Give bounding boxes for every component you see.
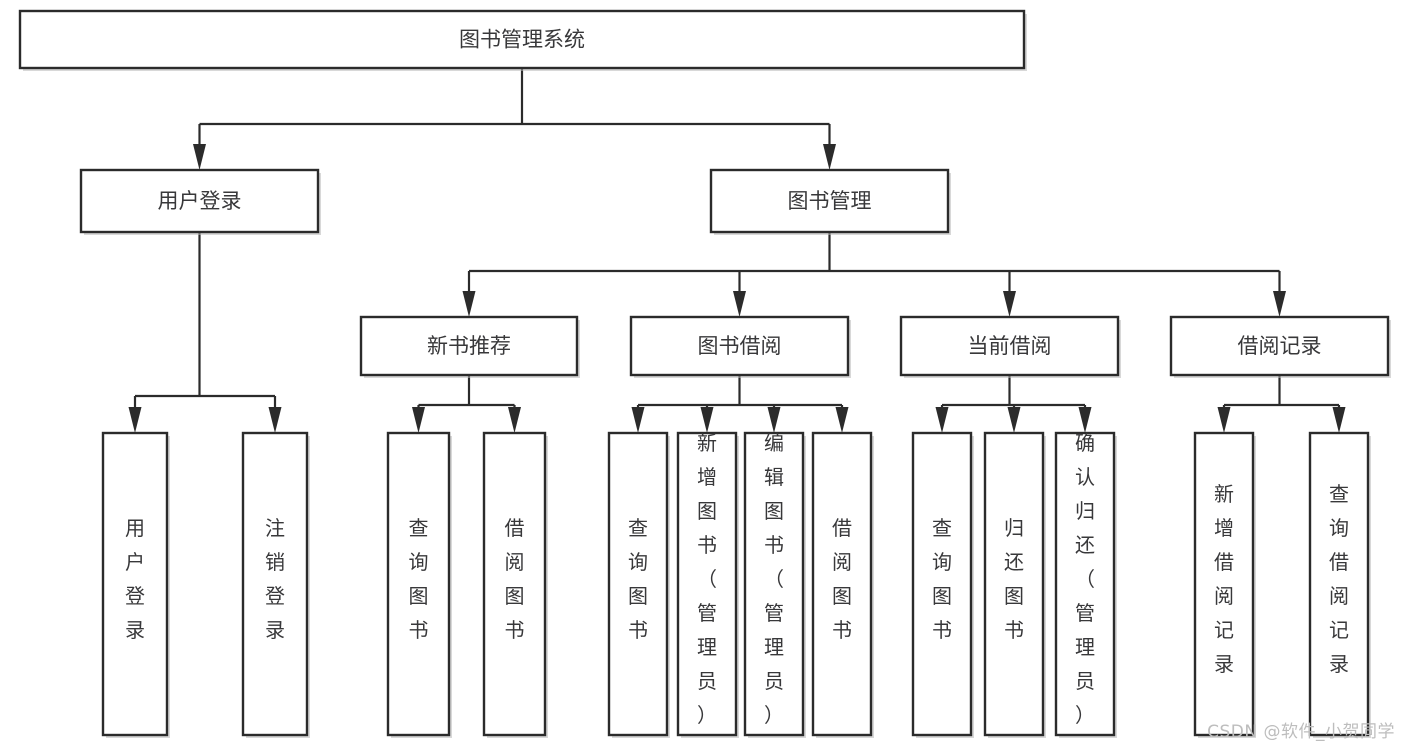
node-label-leaf-return-book: 归还图书 xyxy=(1004,516,1024,642)
node-label-leaf-add-borrow-record: 新增借阅记录 xyxy=(1214,482,1234,676)
node-label-leaf-add-book: 新增图书（管理员） xyxy=(697,431,717,727)
node-box-user-login[interactable] xyxy=(79,168,320,234)
node-label-leaf-confirm-return: 确认归还（管理员） xyxy=(1075,431,1095,727)
node-borrow-records[interactable]: 借阅记录 xyxy=(1169,315,1391,378)
node-box-leaf-borrow-book[interactable] xyxy=(811,431,873,737)
node-leaf-add-borrow-record[interactable]: 新增借阅记录 xyxy=(1193,431,1256,738)
node-leaf-user-login[interactable]: 用户登录 xyxy=(101,431,170,738)
node-book-borrow[interactable]: 图书借阅 xyxy=(629,315,851,378)
node-leaf-return-book[interactable]: 归还图书 xyxy=(983,431,1046,738)
node-box-leaf-query-book-borrow[interactable] xyxy=(607,431,669,737)
node-label-book-borrow: 图书借阅 xyxy=(698,334,782,358)
node-current-borrow[interactable]: 当前借阅 xyxy=(899,315,1121,378)
node-leaf-query-book-borrow[interactable]: 查询图书 xyxy=(607,431,670,738)
node-label-leaf-logout: 注销登录 xyxy=(265,516,285,642)
node-leaf-logout[interactable]: 注销登录 xyxy=(241,431,310,738)
node-label-root: 图书管理系统 xyxy=(459,28,585,52)
connector-recommend-to-leaves xyxy=(412,375,521,433)
node-box-current-borrow[interactable] xyxy=(899,315,1120,377)
node-label-leaf-query-book-recommend: 查询图书 xyxy=(409,516,429,642)
node-label-leaf-query-borrow-record: 查询借阅记录 xyxy=(1329,482,1349,676)
node-box-leaf-return-book[interactable] xyxy=(983,431,1045,737)
node-leaf-add-book[interactable]: 新增图书（管理员） xyxy=(676,431,739,738)
connector-borrow-to-leaves xyxy=(631,375,849,433)
node-box-leaf-add-book[interactable] xyxy=(676,431,738,737)
connector-records-to-leaves xyxy=(1217,375,1346,433)
node-label-book-management: 图书管理 xyxy=(788,189,872,213)
node-label-leaf-query-book-current: 查询图书 xyxy=(932,516,952,642)
node-box-leaf-edit-book[interactable] xyxy=(743,431,805,737)
node-label-current-borrow: 当前借阅 xyxy=(968,334,1052,358)
node-box-leaf-borrow-book-recommend[interactable] xyxy=(482,431,547,737)
connector-layer xyxy=(128,68,1346,433)
connector-userlogin-to-leaves xyxy=(128,232,282,433)
node-box-leaf-confirm-return[interactable] xyxy=(1054,431,1116,737)
node-label-leaf-edit-book: 编辑图书（管理员） xyxy=(764,431,784,727)
node-box-leaf-query-book-recommend[interactable] xyxy=(386,431,451,737)
node-box-book-borrow[interactable] xyxy=(629,315,850,377)
node-label-user-login: 用户登录 xyxy=(158,189,242,213)
watermark: CSDN @软件_小贺同学 xyxy=(1207,722,1395,742)
node-label-borrow-records: 借阅记录 xyxy=(1238,334,1322,358)
node-box-new-book-recommend[interactable] xyxy=(359,315,579,377)
node-label-leaf-user-login: 用户登录 xyxy=(125,516,145,642)
node-new-book-recommend[interactable]: 新书推荐 xyxy=(359,315,580,378)
node-book-management[interactable]: 图书管理 xyxy=(709,168,951,235)
node-box-book-management[interactable] xyxy=(709,168,950,234)
connector-bookmgmt-to-level3 xyxy=(462,232,1286,317)
node-box-leaf-query-borrow-record[interactable] xyxy=(1308,431,1370,737)
node-box-leaf-add-borrow-record[interactable] xyxy=(1193,431,1255,737)
node-label-new-book-recommend: 新书推荐 xyxy=(427,334,511,358)
node-label-leaf-query-book-borrow: 查询图书 xyxy=(628,516,648,642)
node-label-leaf-borrow-book-recommend: 借阅图书 xyxy=(505,516,525,642)
connector-root-to-level2 xyxy=(193,68,836,170)
connector-current-to-leaves xyxy=(935,375,1092,433)
node-root[interactable]: 图书管理系统 xyxy=(18,9,1027,71)
node-layer: 图书管理系统用户登录图书管理新书推荐图书借阅当前借阅借阅记录用户登录注销登录查询… xyxy=(18,9,1391,738)
node-label-leaf-borrow-book: 借阅图书 xyxy=(832,516,852,642)
node-box-leaf-query-book-current[interactable] xyxy=(911,431,973,737)
node-leaf-borrow-book-recommend[interactable]: 借阅图书 xyxy=(482,431,548,738)
node-box-root[interactable] xyxy=(18,9,1026,70)
node-leaf-query-borrow-record[interactable]: 查询借阅记录 xyxy=(1308,431,1371,738)
node-box-leaf-user-login[interactable] xyxy=(101,431,169,737)
node-box-borrow-records[interactable] xyxy=(1169,315,1390,377)
node-user-login[interactable]: 用户登录 xyxy=(79,168,321,235)
node-leaf-borrow-book[interactable]: 借阅图书 xyxy=(811,431,874,738)
node-box-leaf-logout[interactable] xyxy=(241,431,309,737)
node-leaf-query-book-current[interactable]: 查询图书 xyxy=(911,431,974,738)
node-leaf-edit-book[interactable]: 编辑图书（管理员） xyxy=(743,431,806,738)
node-leaf-query-book-recommend[interactable]: 查询图书 xyxy=(386,431,452,738)
node-leaf-confirm-return[interactable]: 确认归还（管理员） xyxy=(1054,431,1117,738)
